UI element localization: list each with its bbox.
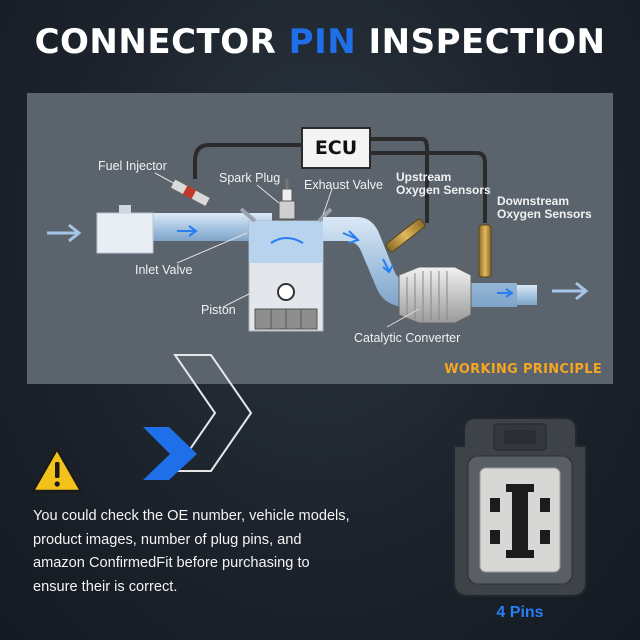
working-principle-diagram: ECU Fuel Injector Spark Plug Exhaust Val… xyxy=(27,93,613,384)
label-downstream-oxygen-sensors: Downstream Oxygen Sensors xyxy=(497,194,592,221)
ecu-box: ECU xyxy=(301,127,371,169)
working-principle-caption: WORKING PRINCIPLE xyxy=(444,362,602,377)
connector-icon xyxy=(453,417,587,597)
label-upstream-oxygen-sensors: Upstream Oxygen Sensors xyxy=(396,170,491,197)
engine-diagram-graphic xyxy=(47,137,589,332)
pin-count-label: 4 Pins xyxy=(496,604,544,621)
label-spark-plug: Spark Plug xyxy=(219,171,281,185)
title-word-pin: PIN xyxy=(288,22,357,62)
label-fuel-injector: Fuel Injector xyxy=(98,159,167,173)
label-catalytic-converter: Catalytic Converter xyxy=(354,331,461,345)
label-piston: Piston xyxy=(201,303,236,317)
label-inlet-valve: Inlet Valve xyxy=(135,263,193,277)
chevron-right-icon xyxy=(143,354,253,480)
page-title: CONNECTOR PIN INSPECTION xyxy=(0,22,640,62)
inspection-description: You could check the OE number, vehicle m… xyxy=(33,508,350,595)
label-exhaust-valve: Exhaust Valve xyxy=(304,178,383,192)
warning-triangle-icon xyxy=(31,447,83,493)
title-word-inspection: INSPECTION xyxy=(368,22,606,62)
title-word-connector: CONNECTOR xyxy=(34,22,277,62)
